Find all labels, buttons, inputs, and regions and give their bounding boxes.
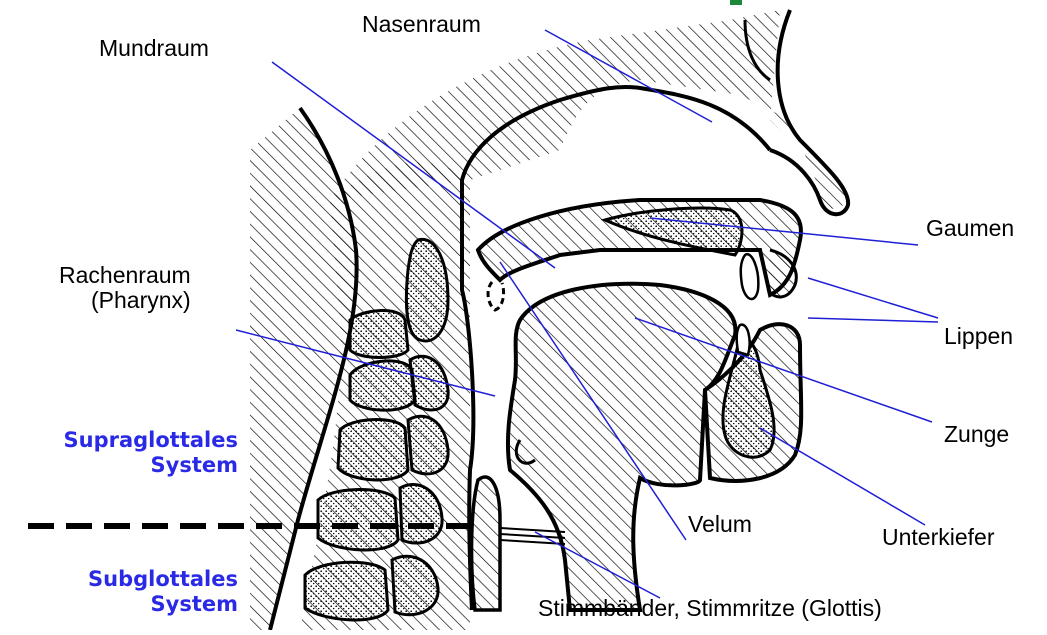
label-zunge: Zunge <box>944 422 1009 447</box>
subglottal-line1: Subglottales <box>14 567 238 592</box>
larynx-cartilage <box>472 477 500 610</box>
label-rachenraum-line2: (Pharynx) <box>57 287 191 313</box>
label-stimmbaender: Stimmbänder, Stimmritze (Glottis) <box>538 596 882 621</box>
label-mundraum: Mundraum <box>99 36 209 61</box>
tongue <box>508 284 735 610</box>
label-subglottal-system: Subglottales System <box>14 567 238 617</box>
header-fragment <box>730 0 742 5</box>
label-velum: Velum <box>688 512 752 537</box>
upper-tooth <box>741 254 759 299</box>
velum-shape <box>488 282 504 310</box>
skull-tissue <box>330 10 850 209</box>
label-lippen: Lippen <box>944 324 1013 349</box>
label-nasenraum: Nasenraum <box>362 12 481 37</box>
label-rachenraum-line1: Rachenraum <box>59 262 191 288</box>
label-gaumen: Gaumen <box>926 216 1014 241</box>
label-unterkiefer: Unterkiefer <box>882 525 994 550</box>
supraglottal-line2: System <box>14 453 238 478</box>
vocal-folds <box>500 528 565 544</box>
supraglottal-line1: Supraglottales <box>14 428 238 453</box>
subglottal-line2: System <box>14 592 238 617</box>
lower-tooth <box>737 325 750 355</box>
label-supraglottal-system: Supraglottales System <box>14 428 238 478</box>
label-rachenraum: Rachenraum (Pharynx) <box>57 263 191 313</box>
